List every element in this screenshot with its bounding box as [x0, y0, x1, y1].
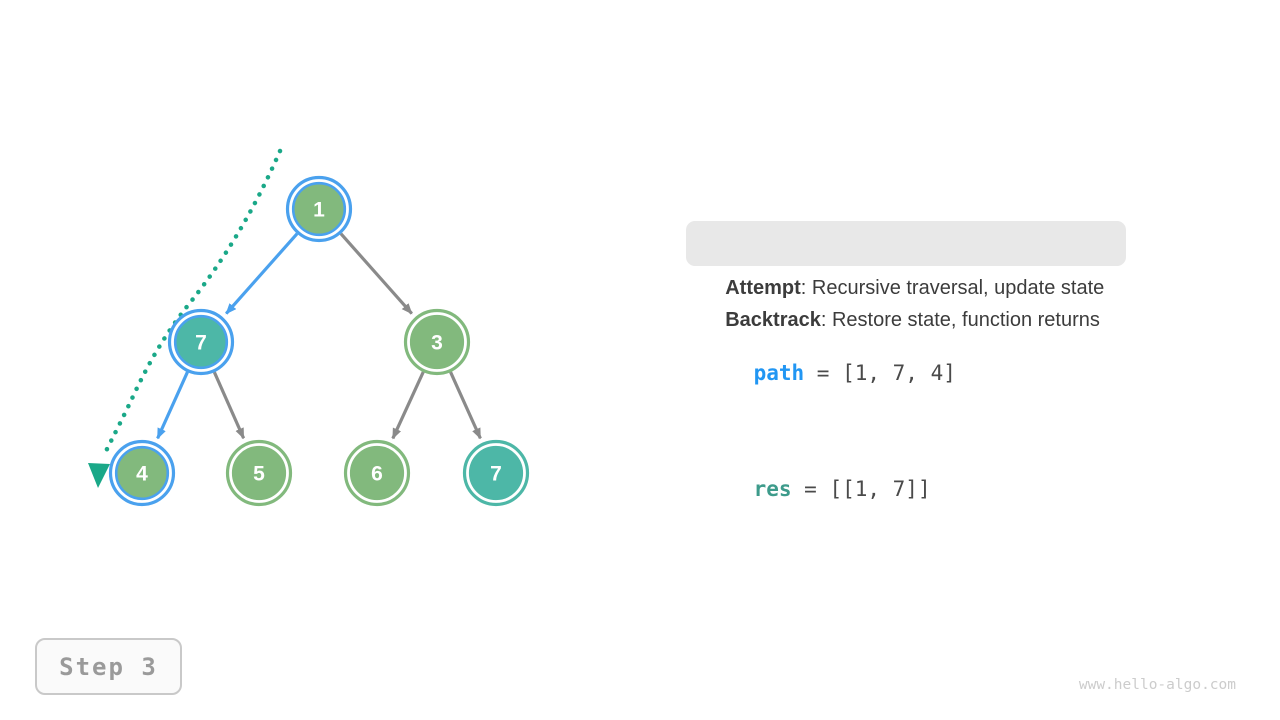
- tree-node-5: 5: [225, 439, 293, 507]
- tree-node-circle: [231, 445, 287, 501]
- attempt-label: Attempt: [725, 277, 801, 299]
- tree-node-circle: [409, 314, 465, 370]
- tree-node-circle: [114, 445, 170, 501]
- tree-edge-gray: [391, 371, 425, 440]
- traversal-arrowhead-icon: [88, 463, 110, 488]
- res-variable-name: res: [753, 477, 792, 501]
- tree-edge-blue: [156, 371, 189, 440]
- binary-tree-diagram: 1 7 3 4 5 6 7: [88, 148, 530, 507]
- tree-node-value: 6: [371, 463, 383, 486]
- tree-edge-gray: [449, 371, 482, 440]
- tree-node-7: 7: [462, 439, 530, 507]
- tree-node-1: 1: [285, 175, 353, 243]
- path-variable-value: = [1, 7, 4]: [804, 361, 956, 385]
- tree-node-value: 5: [253, 463, 265, 486]
- res-variable-value: = [[1, 7]]: [791, 477, 931, 501]
- tree-node-4: 4: [108, 439, 176, 507]
- tree-edge-blue: [225, 232, 299, 315]
- watermark: www.hello-algo.com: [1078, 677, 1236, 693]
- path-variable: path = [1, 7, 4]: [703, 331, 956, 415]
- res-variable: res = [[1, 7]]: [703, 447, 931, 531]
- step-badge: Step 3: [35, 638, 182, 695]
- attempt-text: : Recursive traversal, update state: [800, 277, 1105, 299]
- tree-node-circle: [349, 445, 405, 501]
- backtrack-label: Backtrack: [725, 309, 821, 331]
- tree-node-circle: [468, 445, 524, 501]
- traversal-dotted-curve: [101, 148, 283, 458]
- tree-edge-gray: [339, 232, 413, 315]
- tree-node-value: 4: [136, 463, 148, 486]
- tree-node-3: 3: [403, 308, 471, 376]
- attempt-note: Attempt: Recursive traversal, update sta…: [686, 221, 1127, 299]
- tree-node-6: 6: [343, 439, 411, 507]
- tree-node-value: 7: [195, 332, 207, 355]
- tree-node-value: 3: [431, 332, 443, 355]
- backtrack-text: : Restore state, function returns: [820, 309, 1100, 331]
- tree-node-value: 1: [313, 199, 325, 222]
- tree-node-circle: [291, 181, 347, 237]
- backtrack-note: Backtrack: Restore state, function retur…: [703, 281, 1100, 359]
- tree-node-value: 7: [490, 463, 502, 486]
- tree-edge-gray: [212, 371, 246, 440]
- path-variable-name: path: [753, 361, 805, 385]
- tree-node-7: 7: [167, 308, 235, 376]
- tree-node-circle: [173, 314, 229, 370]
